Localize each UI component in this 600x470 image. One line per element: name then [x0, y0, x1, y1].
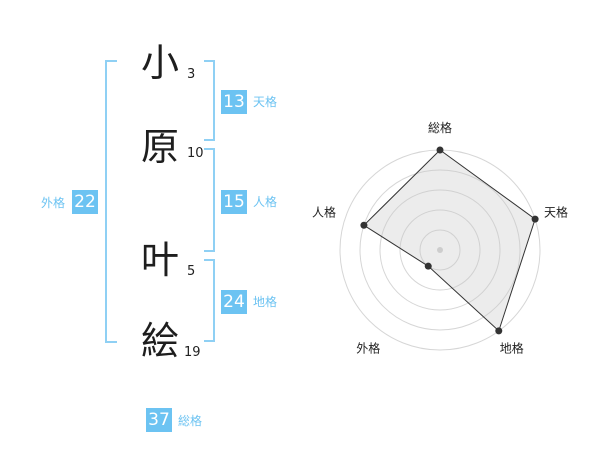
jinkaku-label: 人格	[253, 195, 278, 209]
stroke-count-2: 10	[187, 146, 204, 161]
soukaku-label: 総格	[178, 414, 203, 428]
name-char-2: 原	[141, 125, 180, 169]
radar-ring	[419, 229, 461, 271]
radar-point	[531, 215, 539, 223]
radar-point	[360, 221, 368, 229]
name-char-3: 叶	[141, 238, 180, 282]
gaikaku-bracket	[105, 60, 117, 343]
stroke-count-1: 3	[187, 67, 196, 82]
chikaku-value: 24	[221, 290, 247, 314]
radar-axis-label: 人格	[312, 204, 336, 219]
stroke-count-3: 5	[187, 264, 196, 279]
radar-axis-label: 総格	[428, 120, 452, 135]
radar-series-polygon	[363, 149, 536, 332]
chikaku-bracket	[204, 259, 215, 342]
radar-ring	[399, 209, 481, 291]
radar-center	[437, 247, 443, 253]
jinkaku-bracket	[204, 148, 215, 252]
gaikaku-value: 22	[72, 190, 98, 214]
radar-ring	[359, 169, 521, 331]
soukaku-value: 37	[146, 408, 172, 432]
jinkaku-value: 15	[221, 190, 247, 214]
stroke-count-4: 19	[184, 345, 201, 360]
tenkaku-label: 天格	[253, 95, 278, 109]
radar-point	[424, 262, 432, 270]
tenkaku-value: 13	[221, 90, 247, 114]
chikaku-label: 地格	[253, 295, 278, 309]
radar-point	[495, 327, 503, 335]
radar-axis-label: 天格	[544, 204, 568, 219]
radar-axis-label: 地格	[500, 341, 524, 356]
radar-point	[436, 146, 444, 154]
tenkaku-bracket	[204, 60, 215, 141]
name-char-4: 絵	[141, 319, 180, 363]
radar-axis-label: 外格	[356, 341, 380, 356]
gaikaku-label: 外格	[41, 196, 66, 210]
radar-ring	[379, 189, 501, 311]
name-char-1: 小	[141, 41, 180, 85]
